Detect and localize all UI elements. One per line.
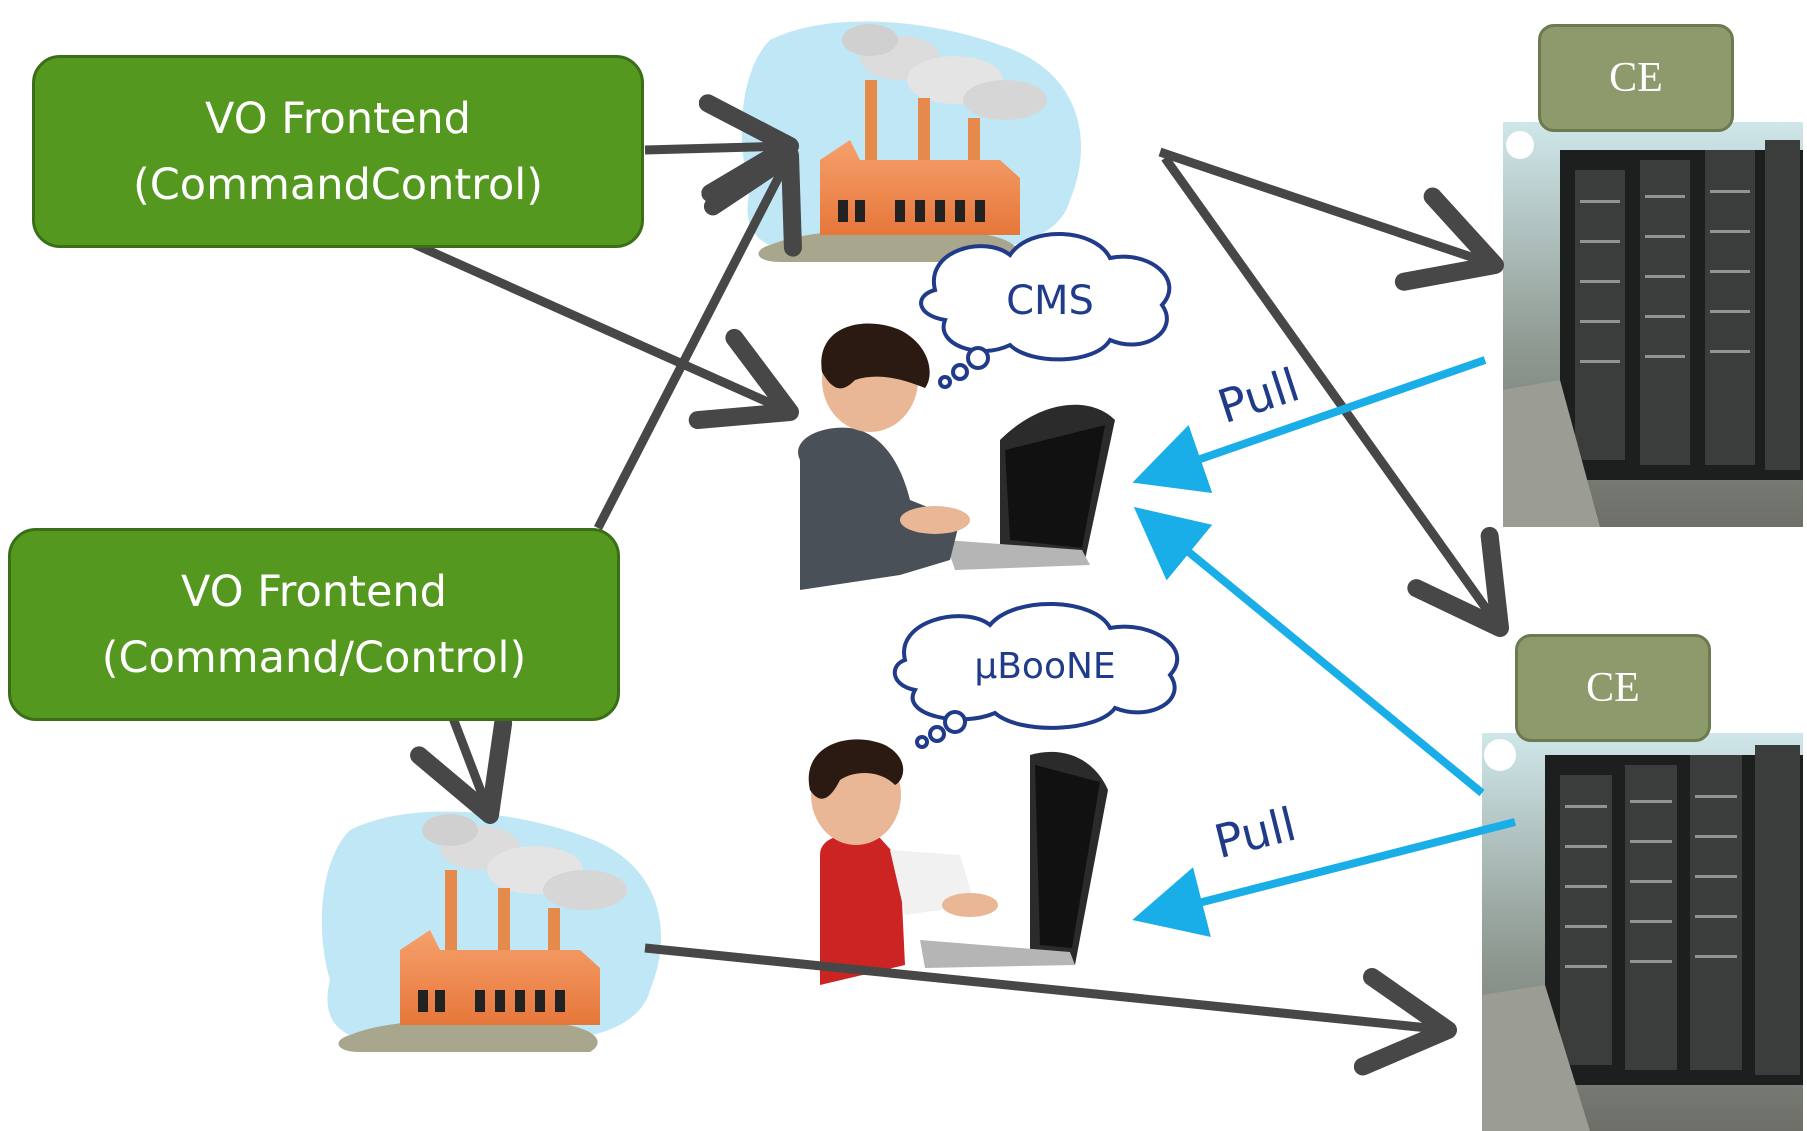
thought-text-cms: CMS [1006,278,1094,324]
server-rack-photo [1503,122,1803,527]
arrow-frontend1-to-user1 [403,235,799,430]
vo-frontend-box-1: VO Frontend (CommandControl) [32,55,644,248]
vo-frontend-box-2: VO Frontend (Command/Control) [8,528,620,721]
arrow-frontend1-to-factory1 [644,94,799,203]
frontend-title: VO Frontend [181,566,447,617]
ce-label: CE [1586,665,1640,711]
arrow-frontend2-to-factory1 [593,146,802,531]
pull-arrow-ce2-to-user1 [1133,506,1485,797]
arrow-frontend2-to-factory2 [410,703,513,824]
ce-box-1: CE [1538,24,1734,132]
factory-icon [741,21,1082,262]
frontend-subtitle: (Command/Control) [101,632,527,683]
factory-icon [321,811,662,1052]
user-with-laptop-illustration [798,323,1115,590]
pull-arrow-ce2-to-user2 [1132,818,1516,938]
frontend-title: VO Frontend [205,93,471,144]
arrow-factory1-to-ce2 [1161,155,1509,637]
ce-box-2: CE [1515,634,1711,742]
arrow-factory2-to-ce2 [644,943,1457,1076]
thought-cloud-cms [919,232,1172,389]
pull-arrow-ce1-to-user1 [1132,356,1487,493]
thought-text-microboone: µBooNE [974,646,1116,687]
frontend-subtitle: (CommandControl) [133,159,543,210]
server-rack-photo [1482,733,1803,1131]
arrow-factory1-to-ce1 [1158,147,1504,291]
thought-cloud-microboone [892,601,1180,749]
ce-label: CE [1609,55,1663,101]
user-with-laptop-illustration [808,739,1108,985]
